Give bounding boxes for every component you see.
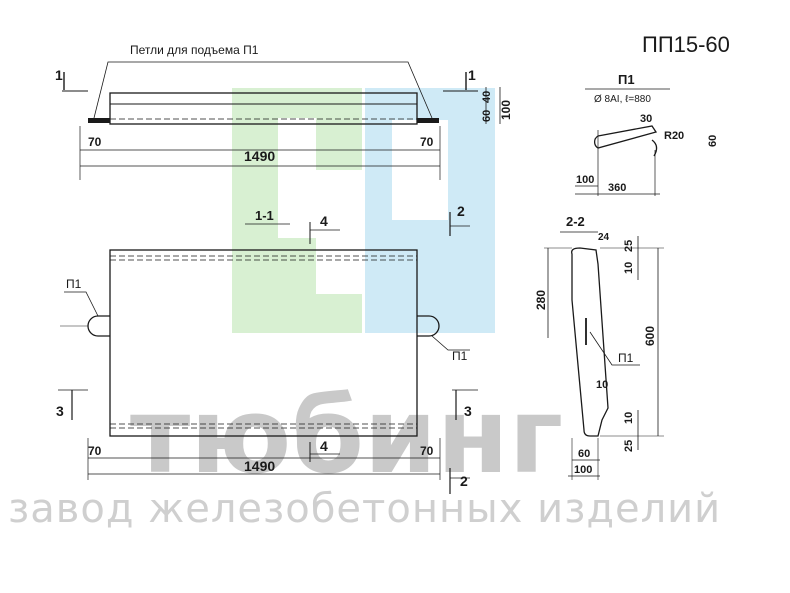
- section-22-label: 2-2: [566, 214, 585, 229]
- sec-dim-280: 280: [534, 290, 548, 310]
- loop-dim-60: 60: [707, 135, 719, 147]
- label-p1-left-leader: [64, 291, 99, 317]
- loop-detail: П1 Ø 8АI, ℓ=880 30 R20 60 100 360: [575, 72, 719, 196]
- loop-dim-30: 30: [640, 113, 652, 125]
- sec-label-p1-leader: [589, 331, 640, 366]
- front-loop-right: [417, 315, 440, 337]
- watermark-cutout-2: [316, 170, 364, 294]
- sec-dim-10-bottom: 10: [623, 412, 635, 424]
- section-mark-1-right: 1: [468, 67, 476, 83]
- front-slab-outline: [109, 249, 418, 437]
- callout-leader: [93, 61, 433, 119]
- sec-dim-600: 600: [643, 326, 657, 346]
- label-p1-left: П1: [66, 277, 82, 291]
- loop-spec: Ø 8АI, ℓ=880: [594, 94, 651, 105]
- loop-dim-100: 100: [576, 174, 594, 186]
- mark-2-bottom: 2: [460, 473, 468, 489]
- dim-40-top: 40: [481, 91, 493, 103]
- loop-dim-360: 360: [608, 182, 626, 194]
- loop-radius: R20: [664, 130, 684, 142]
- top-view: Петли для подъема П1 1 1 60 40 100 70 70…: [55, 43, 513, 180]
- label-p1-right: П1: [452, 349, 468, 363]
- mark-2-top: 2: [457, 203, 465, 219]
- mark-4-top: 4: [320, 213, 328, 229]
- dim-60-top: 60: [481, 110, 493, 122]
- loop-title: П1: [618, 72, 635, 87]
- sec-dim-25-bottom: 25: [623, 440, 635, 452]
- top-loop-right: [417, 118, 439, 123]
- sec-dim-24: 24: [598, 232, 610, 243]
- sec-dim-25-top: 25: [623, 240, 635, 252]
- watermark-subtitle: завод железобетонных изделий: [8, 486, 721, 532]
- loop-hook: [651, 139, 658, 157]
- dim-1490-bottom: 1490: [244, 458, 275, 474]
- watermark-cutout-3: [392, 120, 448, 220]
- dim-70-right-top: 70: [420, 135, 434, 149]
- top-loop-left: [88, 118, 110, 123]
- dim-70-right-bottom: 70: [420, 444, 434, 458]
- sec-dim-100: 100: [574, 464, 592, 476]
- loop-shape: [594, 125, 658, 149]
- sec-dim-10-top: 10: [623, 262, 635, 274]
- section-2-2: 2-2 24 280 25 10 600 10 25 П1 10 60 100: [534, 214, 664, 480]
- dim-100-top: 100: [499, 100, 513, 120]
- top-slab-outline: [109, 92, 418, 125]
- mark-3-right: 3: [464, 403, 472, 419]
- section-mark-1-left: 1: [55, 67, 63, 83]
- sec-label-p1: П1: [618, 351, 634, 365]
- dim-70-left-top: 70: [88, 135, 102, 149]
- label-1-1: 1-1: [255, 208, 274, 223]
- sec-dim-10-mid: 10: [596, 379, 608, 391]
- front-loop-left: [87, 315, 110, 337]
- dim-1490-top: 1490: [244, 148, 275, 164]
- watermark-cutout-1: [278, 118, 316, 238]
- dim-70-left-bottom: 70: [88, 444, 102, 458]
- sec-dim-60: 60: [578, 448, 590, 460]
- front-view: 1-1 4 2 П1 П1 3 3 70: [56, 203, 478, 494]
- watermark: тюбинг завод железобетонных изделий: [8, 88, 721, 532]
- callout-loops: Петли для подъема П1: [130, 43, 259, 57]
- mark-4-bottom: 4: [320, 438, 328, 454]
- mark-3-left: 3: [56, 403, 64, 419]
- label-p1-right-leader: [431, 335, 470, 351]
- drawing-title: ПП15-60: [642, 32, 730, 57]
- section-profile: [571, 247, 609, 437]
